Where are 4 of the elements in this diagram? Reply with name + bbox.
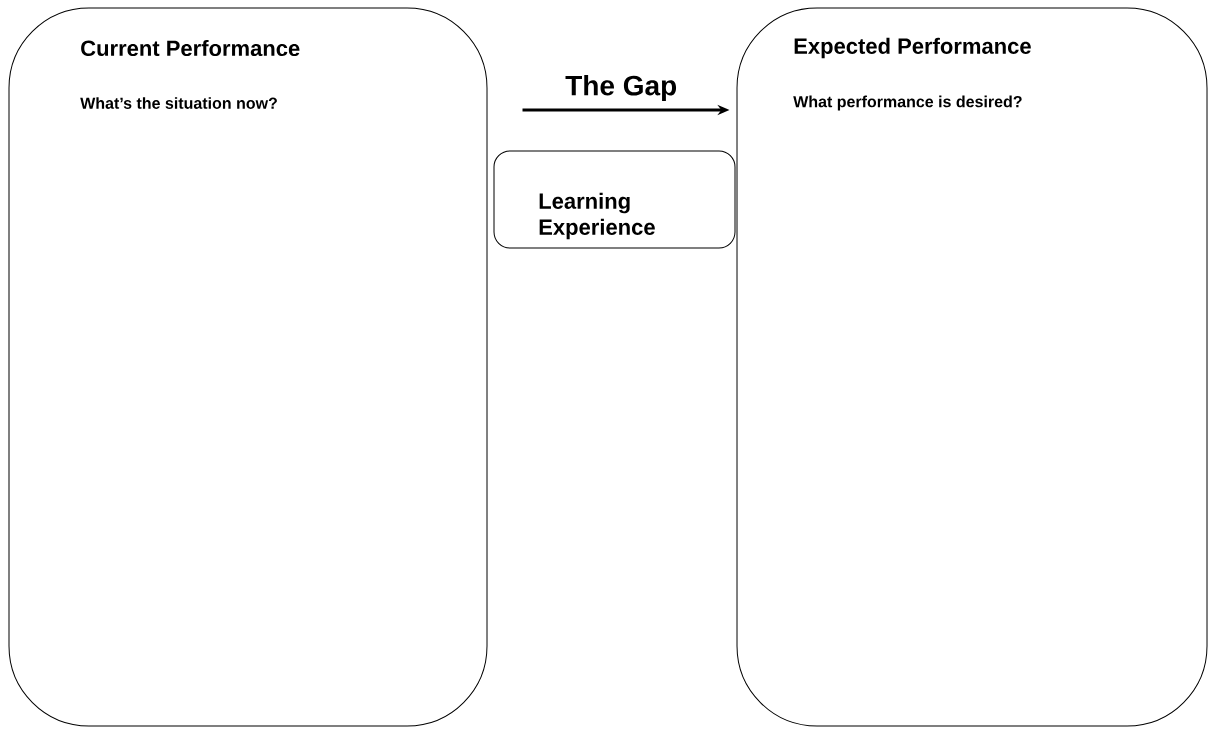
edge-label: The Gap xyxy=(565,74,677,102)
performance-panel: Current Performance What’s the situation now? xyxy=(8,7,488,727)
learning-box: Learning Experience xyxy=(493,150,736,249)
performance-panel: Expected Performance What performance is desired? xyxy=(736,7,1208,727)
